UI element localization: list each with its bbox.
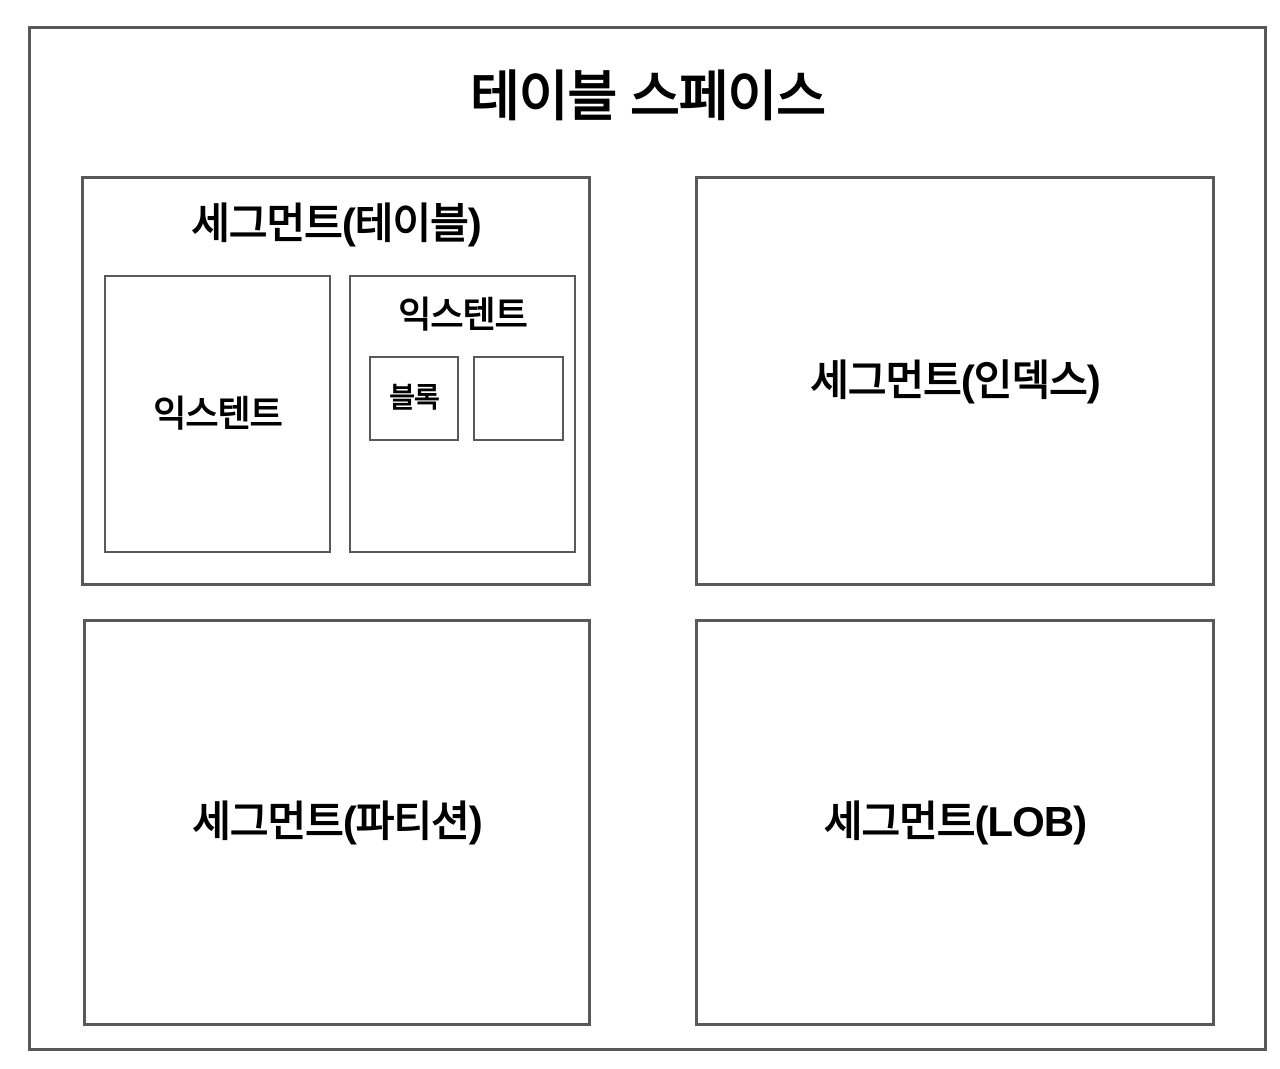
segment-partition-box: 세그먼트(파티션) — [83, 619, 591, 1026]
block-box: 블록 — [369, 356, 459, 441]
segment-table-label: 세그먼트(테이블) — [191, 200, 481, 247]
segment-partition-label: 세그먼트(파티션) — [192, 798, 482, 846]
extent-left-box: 익스텐트 — [104, 275, 331, 553]
tablespace-title: 테이블 스페이스 — [470, 67, 826, 127]
tablespace-box: 테이블 스페이스 세그먼트(테이블) 익스텐트 익스텐트 블록 세그먼트(인덱스… — [28, 26, 1267, 1051]
empty-block-box — [473, 356, 564, 441]
segment-lob-box: 세그먼트(LOB) — [695, 619, 1215, 1026]
block-label: 블록 — [389, 382, 440, 414]
extent-left-label: 익스텐트 — [153, 393, 282, 435]
segment-index-box: 세그먼트(인덱스) — [695, 176, 1215, 586]
segment-lob-label: 세그먼트(LOB) — [823, 798, 1087, 846]
extent-right-box: 익스텐트 블록 — [349, 275, 576, 553]
extent-right-label: 익스텐트 — [398, 294, 527, 335]
segment-table-box: 세그먼트(테이블) 익스텐트 익스텐트 블록 — [81, 176, 591, 586]
segment-index-label: 세그먼트(인덱스) — [810, 356, 1100, 404]
